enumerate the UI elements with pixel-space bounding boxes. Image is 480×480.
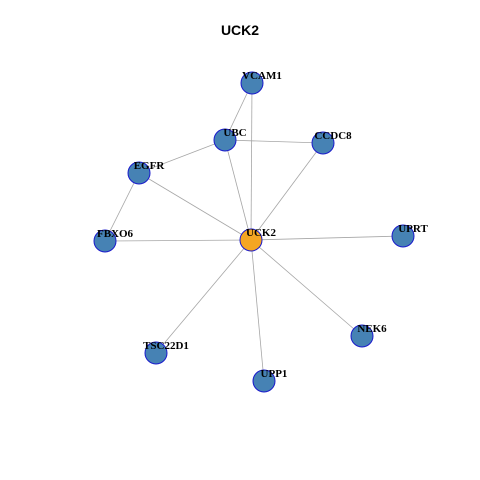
edge-uck2-nek6 [250, 239, 363, 337]
edge-uck2-fbxo6 [104, 239, 252, 242]
node-nek6 [350, 324, 374, 348]
edge-ubc-egfr [138, 139, 226, 174]
edge-uck2-ccdc8 [250, 142, 324, 241]
node-fbxo6 [93, 229, 117, 253]
node-label-upp1: UPP1 [261, 368, 288, 380]
node-label-tsc22d1: TSC22D1 [143, 340, 189, 352]
node-label-ubc: UBC [223, 127, 246, 139]
node-egfr [127, 161, 151, 185]
node-layer [93, 71, 415, 393]
node-vcam1 [240, 71, 264, 95]
node-label-fbxo6: FBXO6 [97, 228, 134, 240]
node-label-vcam1: VCAM1 [242, 70, 282, 82]
node-uck2 [239, 228, 263, 252]
node-label-uprt: UPRT [398, 223, 428, 235]
node-label-uck2: UCK2 [246, 227, 276, 239]
node-label-nek6: NEK6 [357, 323, 387, 335]
node-ubc [213, 128, 237, 152]
node-uprt [391, 224, 415, 248]
edge-ubc-ccdc8 [224, 139, 324, 144]
edge-uck2-egfr [138, 172, 252, 241]
node-tsc22d1 [144, 341, 168, 365]
edge-uck2-tsc22d1 [155, 239, 252, 354]
edge-uck2-vcam1 [250, 82, 253, 241]
edge-egfr-fbxo6 [104, 172, 140, 242]
edge-uck2-upp1 [250, 239, 265, 382]
node-upp1 [252, 369, 276, 393]
graph-title: UCK2 [221, 22, 259, 38]
node-ccdc8 [311, 131, 335, 155]
node-label-ccdc8: CCDC8 [314, 130, 352, 142]
edge-layer [104, 82, 404, 382]
node-label-egfr: EGFR [134, 160, 166, 172]
edge-uck2-uprt [250, 235, 404, 241]
edge-uck2-ubc [224, 139, 252, 241]
